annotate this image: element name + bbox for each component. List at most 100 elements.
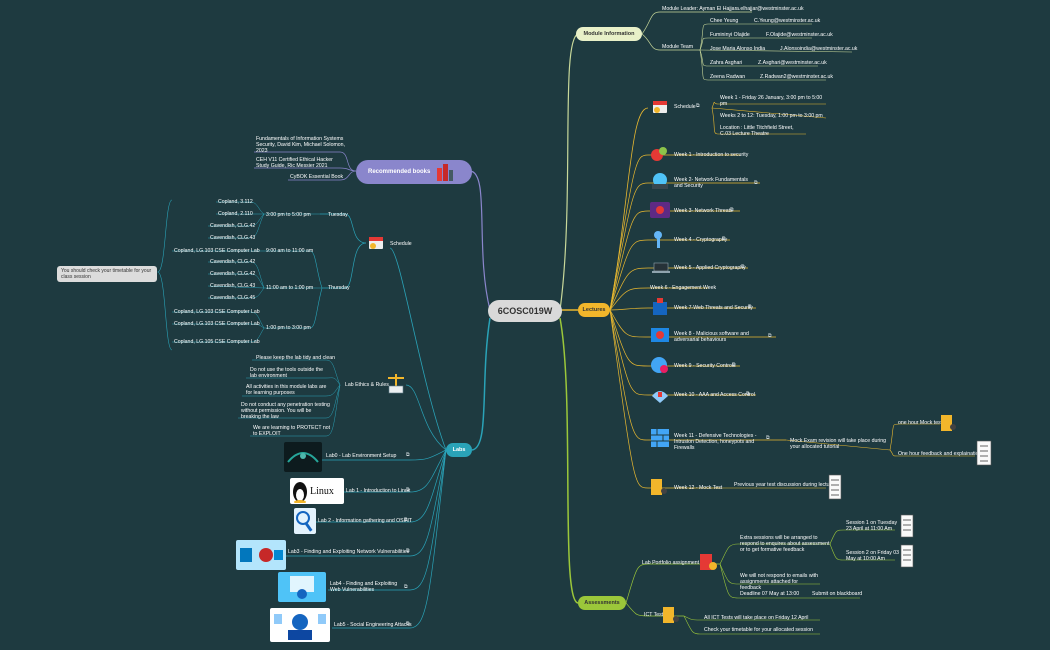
lecture-week[interactable]: Week 5 - Applied Cryptography <box>674 265 746 271</box>
team-member-email[interactable]: J.Alonsoindia@westminster.ac.uk <box>780 46 858 52</box>
checklist-icon <box>828 474 842 500</box>
lab-room: Copland, 2.110 <box>218 211 253 217</box>
lecture-week[interactable]: Week 7-Web Threats and Security <box>674 305 754 311</box>
central-topic[interactable]: 6COSC019W <box>488 300 562 322</box>
link-icon[interactable]: ⧉ <box>406 487 410 493</box>
lecture-schedule-item: Week 1 - Friday 26 January, 3:00 pm to 5… <box>720 95 823 107</box>
ethics-rule: All activities in this module labs are f… <box>246 384 327 396</box>
lab-room: Cavendish, CLG.43 <box>210 235 256 241</box>
feedback-item: One hour feedback and explaination <box>898 451 982 457</box>
link-icon[interactable]: ⧉ <box>741 264 745 270</box>
link-icon[interactable]: ⧉ <box>748 304 752 310</box>
ict-test-icon <box>662 606 680 624</box>
branch-module-information-label: Module Information <box>583 31 635 37</box>
ict-test-label: ICT Test <box>644 612 664 618</box>
team-member-name: Fumininyi Olajide <box>710 32 750 38</box>
book-item: CEH V11 Certified Ethical Hacker Study G… <box>256 157 333 169</box>
lecture-week[interactable]: Week 9 - Security Controls <box>674 363 736 369</box>
lab-room: Cavendish, CLG.45 <box>210 295 256 301</box>
session-item: Session 2 on Friday 03 May at 10:00 Am <box>846 550 900 562</box>
link-icon[interactable]: ⧉ <box>766 435 770 441</box>
link-icon[interactable]: ⧉ <box>404 517 408 523</box>
lab-room: Copland, LG.105 CSE Computer Lab <box>174 339 260 345</box>
link-icon[interactable]: ⧉ <box>768 333 772 339</box>
lab-schedule-label: Schedule <box>390 241 412 247</box>
branch-recommended-books[interactable]: Recommended books <box>356 160 472 184</box>
lab-item[interactable]: Lab 1 - Introduction to Linux <box>346 488 411 494</box>
lab-room: Copland, LG.103 CSE Computer Lab <box>174 321 260 327</box>
team-member-email[interactable]: Z.Radwan2@westminster.ac.uk <box>760 74 834 80</box>
lab-room: Copland, 3.112 <box>218 199 253 205</box>
link-icon[interactable]: ⧉ <box>696 103 700 109</box>
lab-item[interactable]: Lab0 - Lab Environment Setup <box>326 453 397 459</box>
lecture-week[interactable]: Week 11 - Defensive Technologies -Intrus… <box>674 433 757 451</box>
ethics-rule: Please keep the lab tidy and clean <box>256 355 336 361</box>
central-topic-label: 6COSC019W <box>497 306 553 316</box>
branch-labs[interactable]: Labs <box>446 443 472 457</box>
team-member-email[interactable]: F.Olajide@westminster.ac.uk <box>766 32 833 38</box>
checklist-icon <box>976 440 992 466</box>
link-icon[interactable]: ⧉ <box>732 362 736 368</box>
link-icon[interactable]: ⧉ <box>722 236 726 242</box>
link-icon[interactable]: ⧉ <box>406 621 410 627</box>
team-member-email[interactable]: C.Yeung@westminster.ac.uk <box>754 18 821 24</box>
lab-room: Cavendish, CLG.43 <box>210 283 256 289</box>
lecture-week[interactable]: Week 3- Network Threats <box>674 208 733 214</box>
lab-item[interactable]: Lab5 - Social Engineering Attacks <box>334 622 412 628</box>
lecture-week[interactable]: Week 1 - Introduction to security <box>674 152 749 158</box>
lab-item[interactable]: Lab 2 - Information gathering and OSINT <box>318 518 413 524</box>
lab-room: Copland, LG.103 CSE Computer Lab <box>174 309 260 315</box>
ict-item: Check your timetable for your allocated … <box>704 627 813 633</box>
branch-module-information[interactable]: Module Information <box>576 27 642 41</box>
link-icon[interactable]: ⧉ <box>746 391 750 397</box>
lecture-schedule-item: Weeks 2 to 12: Tuesday, 1:00 pm to 3:00 … <box>720 113 823 119</box>
link-icon[interactable]: ⧉ <box>730 207 734 213</box>
lab-time: 11:00 am to 1:00 pm <box>266 285 314 291</box>
lab-item[interactable]: Lab3 - Finding and Exploiting Network Vu… <box>288 549 410 555</box>
lecture-week[interactable]: Week 2- Network Fundamentals and Securit… <box>674 177 749 189</box>
branch-assessments[interactable]: Assessments <box>578 596 626 610</box>
lab-time: 9:00 am to 11:00 am <box>266 248 314 254</box>
branch-lectures[interactable]: Lectures <box>578 303 610 317</box>
link-icon[interactable]: ⧉ <box>406 548 410 554</box>
branch-recommended-books-label: Recommended books <box>368 169 431 175</box>
lecture-week[interactable]: Week 10 - AAA and Access Control <box>674 392 755 398</box>
osint-image <box>294 508 316 534</box>
link-icon[interactable]: ⧉ <box>404 584 408 590</box>
firewall-icon <box>650 428 670 448</box>
team-member-name: Chee Yeung <box>710 18 739 24</box>
network-vulnerabilities-image <box>236 540 286 570</box>
checklist-icon <box>900 514 914 538</box>
lecture-week[interactable]: Week 12 - Mock Test <box>674 485 723 491</box>
branch-assessments-label: Assessments <box>584 600 620 606</box>
lecture-schedule-item: Location : Little Titchfield Street, C.0… <box>720 125 794 137</box>
scales-icon <box>386 372 406 394</box>
linux-logo-image: Linux <box>290 478 344 504</box>
lab-item[interactable]: Lab4 - Finding and Exploiting Web Vulner… <box>330 581 398 593</box>
lecture-week[interactable]: Week 8 - Malicious software and adversar… <box>674 331 749 343</box>
branch-labs-label: Labs <box>452 447 466 453</box>
lecture-week[interactable]: Week 4 - Cryptography <box>674 237 728 243</box>
lab-room: Cavendish, CLG.42 <box>210 223 256 229</box>
team-member-email[interactable]: Z.Asghari@westminster.ac.uk <box>758 60 827 66</box>
module-leader-email[interactable]: a.elhajjar@westminster.ac.uk <box>736 6 804 12</box>
lecture-week[interactable]: Week 6 - Engagement Week <box>650 285 717 291</box>
branch-lectures-label: Lectures <box>582 307 606 313</box>
link-icon[interactable]: ⧉ <box>754 180 758 186</box>
timetable-note: You should check your timetable for your… <box>57 266 157 282</box>
timetable-note-text: You should check your timetable for your… <box>61 268 152 280</box>
checklist-icon <box>900 544 914 568</box>
lab-environment-image <box>284 442 322 472</box>
portfolio-item: Extra sessions will be arranged to respo… <box>740 535 830 553</box>
ethics-rule: We are learning to PROTECT not to EXPLOI… <box>253 425 331 437</box>
mock-exam-note: Mock Exam revision will take place durin… <box>790 438 887 450</box>
document-icon <box>940 414 956 432</box>
ethics-rule: Do not conduct any penetration testing w… <box>241 402 330 420</box>
linux-logo-text: Linux <box>310 485 334 497</box>
lab-time: 1:00 pm to 3:00 pm <box>266 325 311 331</box>
laptop-icon <box>652 261 670 273</box>
link-icon[interactable]: ⧉ <box>406 452 410 458</box>
lab-room: Cavendish, CLG.42 <box>210 271 256 277</box>
lab-ethics-label: Lab Ethics & Rules <box>345 382 389 388</box>
assignment-icon <box>698 552 718 572</box>
